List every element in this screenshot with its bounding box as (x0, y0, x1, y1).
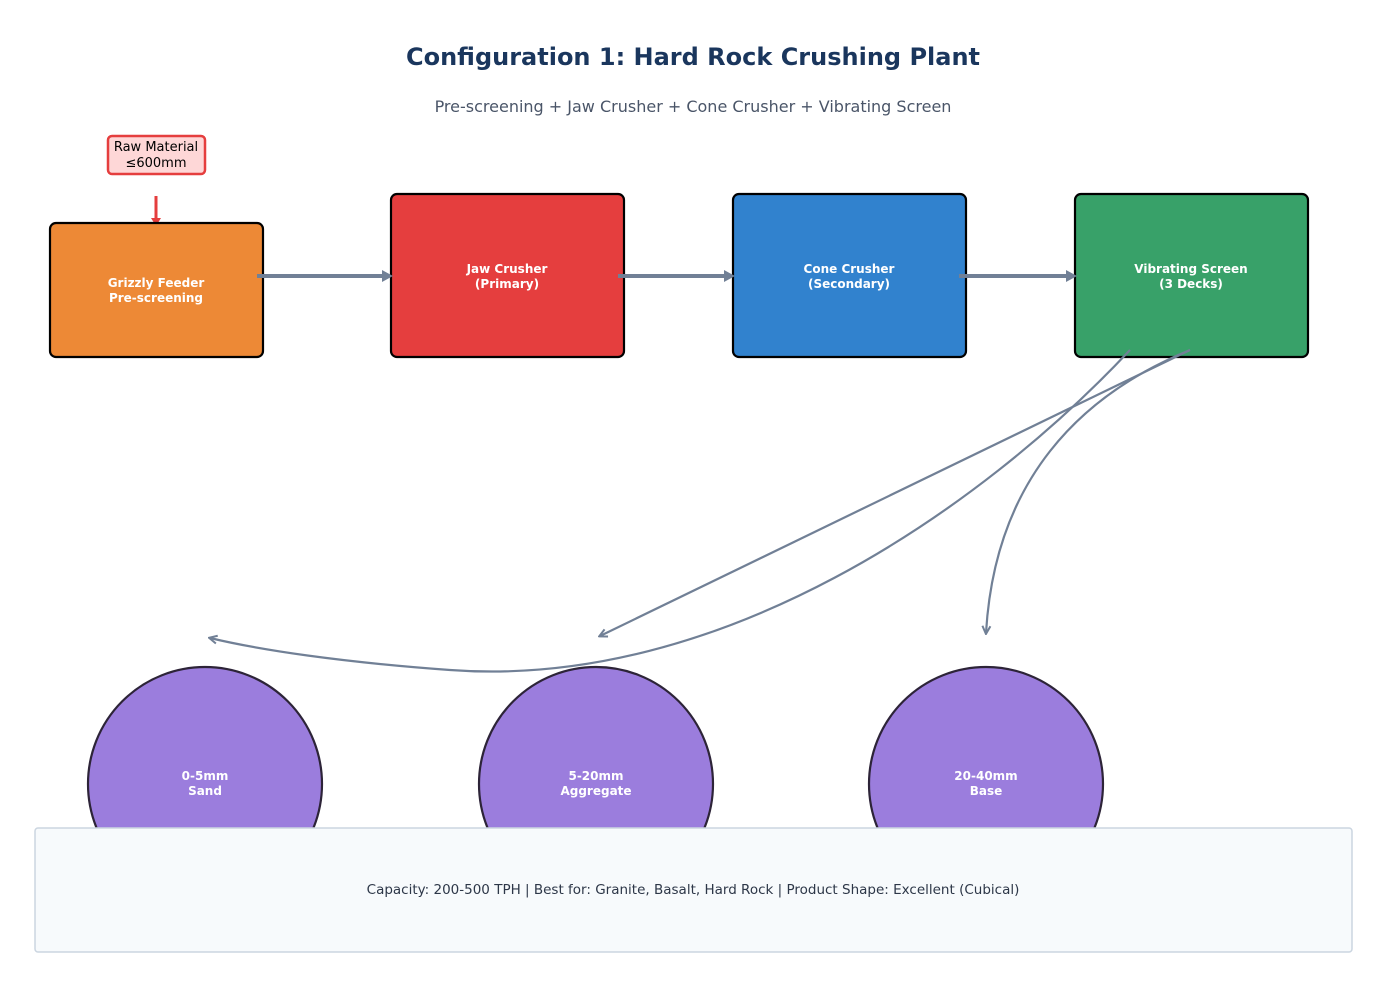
diagram-title: Configuration 1: Hard Rock Crushing Plan… (406, 43, 980, 71)
product-base-name: Base (970, 784, 1003, 798)
product-sand-size: 0-5mm (182, 769, 229, 783)
product-base-size: 20-40mm (954, 769, 1017, 783)
raw-material-size: ≤600mm (125, 156, 186, 171)
jaw-crusher-role: (Primary) (475, 277, 539, 291)
grizzly-feeder-name: Grizzly Feeder (108, 276, 205, 290)
product-aggregate-name: Aggregate (560, 784, 631, 798)
capacity-info-box: Capacity: 200-500 TPH | Best for: Granit… (34, 827, 1353, 953)
flow-arrow-feeder-to-jaw (257, 270, 393, 282)
equipment-jaw-crusher: Jaw Crusher (Primary) (389, 192, 626, 359)
capacity-info-text: Capacity: 200-500 TPH | Best for: Granit… (367, 882, 1020, 898)
product-sand-name: Sand (188, 784, 222, 798)
jaw-crusher-name: Jaw Crusher (466, 262, 548, 276)
raw-material-box (106, 134, 207, 176)
equipment-cone-crusher: Cone Crusher (Secondary) (731, 192, 968, 359)
vibrating-screen-name: Vibrating Screen (1134, 262, 1247, 276)
cone-crusher-name: Cone Crusher (804, 262, 895, 276)
raw-material-label: Raw Material ≤600mm (106, 134, 207, 176)
flow-arrow-cone-to-screen (959, 270, 1077, 282)
equipment-grizzly-feeder: Grizzly Feeder Pre-screening (48, 221, 265, 359)
raw-material-arrow (151, 196, 161, 226)
grizzly-feeder-role: Pre-screening (109, 291, 203, 305)
vibrating-screen-role: (3 Decks) (1159, 277, 1223, 291)
flow-arrow-jaw-to-cone (618, 270, 735, 282)
raw-material-title: Raw Material (114, 140, 198, 155)
output-arrow-to-sand (210, 349, 1131, 673)
cone-crusher-role: (Secondary) (808, 277, 890, 291)
output-arrow-to-base (986, 348, 1191, 633)
output-arrow-to-aggregate (600, 349, 1191, 636)
equipment-vibrating-screen: Vibrating Screen (3 Decks) (1073, 192, 1310, 359)
grizzly-feeder-box (48, 221, 265, 359)
product-aggregate-size: 5-20mm (568, 769, 623, 783)
diagram-subtitle: Pre-screening + Jaw Crusher + Cone Crush… (435, 97, 952, 116)
capacity-info-panel (34, 827, 1353, 953)
